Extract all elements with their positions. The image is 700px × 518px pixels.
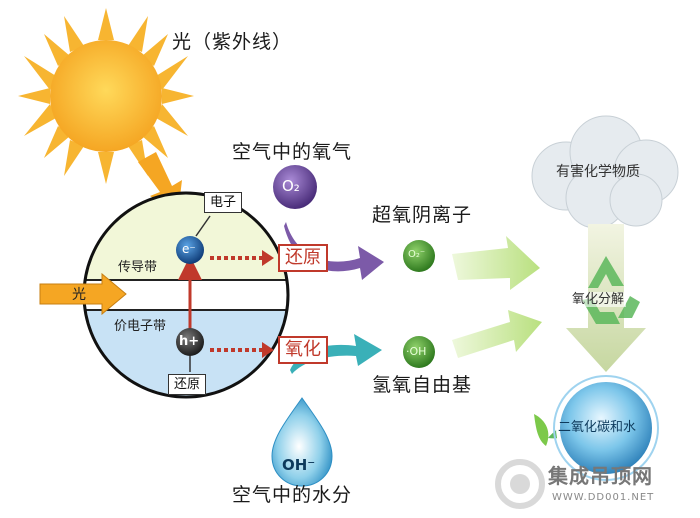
o2-symbol: O₂ [282, 177, 300, 195]
oh-radical-symbol: ·OH [406, 345, 427, 358]
hole-symbol: h+ [179, 334, 200, 349]
light-uv-label: 光（紫外线） [172, 31, 293, 53]
watermark-name: 集成吊顶网 [548, 464, 653, 488]
oxygen-molecule-ball [273, 165, 317, 209]
cloud-icon [531, 115, 679, 229]
air-water-label: 空气中的水分 [232, 484, 353, 506]
dotted-arrow-reduce [210, 250, 274, 266]
dotted-arrow-oxidize [210, 342, 274, 358]
hole-ball [176, 328, 204, 356]
electron-symbol: e⁻ [182, 242, 196, 256]
valence-band-label: 价电子带 [114, 319, 167, 334]
green-arrow-lower [452, 310, 542, 358]
teal-curve-arrow [290, 334, 382, 374]
reduce-small-box: 还原 [168, 374, 207, 395]
air-oxygen-label: 空气中的氧气 [232, 141, 353, 163]
sun-icon [18, 8, 194, 184]
conduction-band-label: 传导带 [118, 260, 158, 275]
watermark-url: WWW.DD001.NET [552, 492, 655, 503]
co2-water-label: 二氧化碳和水 [558, 420, 637, 435]
reduce-box: 还原 [278, 244, 328, 272]
electron-label-box: 电子 [204, 192, 243, 213]
superoxide-label: 超氧阴离子 [372, 204, 473, 226]
superoxide-ball [403, 240, 435, 272]
hydroxyl-label: 氢氧自由基 [372, 374, 473, 396]
o2-minus-symbol: O₂⁻ [408, 249, 426, 260]
light-arrow [39, 272, 127, 316]
electron-ball [176, 236, 204, 264]
hydroxyl-ball [403, 336, 435, 368]
oh-minus-symbol: OH⁻ [282, 456, 316, 474]
watermark-logo-icon [495, 459, 545, 509]
decompose-label: 氧化分解 [570, 292, 627, 307]
globe-icon [534, 375, 659, 481]
harmful-chemicals-label: 有害化学物质 [556, 164, 640, 180]
oxidize-box: 氧化 [278, 336, 328, 364]
purple-curve-arrow [284, 222, 384, 280]
light-arrow-label: 光 [72, 287, 86, 303]
water-drop-icon [271, 397, 333, 487]
green-arrow-upper [452, 236, 540, 290]
